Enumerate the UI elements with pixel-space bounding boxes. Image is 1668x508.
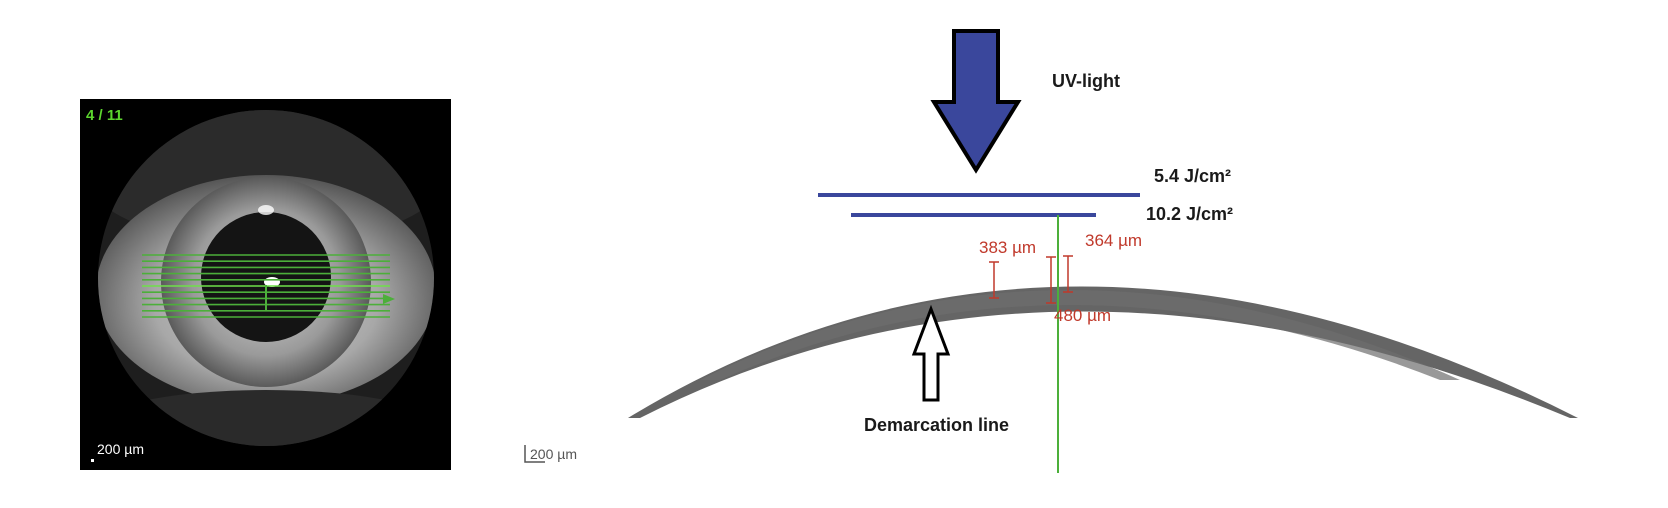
frame-counter: 4 / 11: [86, 107, 123, 124]
uv-light-label: UV-light: [1052, 71, 1120, 91]
demarcation-label: Demarcation line: [864, 415, 1009, 435]
demarcation-arrow: [911, 304, 951, 402]
scan-direction-arrow: [383, 294, 395, 304]
left-scale-label: 200 µm: [97, 441, 144, 457]
eye-scan-panel: 4 / 11 200 µm: [80, 99, 451, 470]
right-scale-label: 200 µm: [530, 446, 577, 462]
measure-label-364: 364 µm: [1085, 231, 1142, 250]
measure-label-383: 383 µm: [979, 238, 1036, 257]
dose-label-5-4: 5.4 J/cm²: [1154, 166, 1231, 186]
oct-panel: UV-light 5.4 J/cm² 10.2 J/cm² 383 µm 364…: [524, 29, 1578, 473]
cornea-stroma: [700, 290, 1460, 380]
measure-label-480: 480 µm: [1054, 306, 1111, 325]
caliper-383: [989, 261, 999, 299]
dose-label-10-2: 10.2 J/cm²: [1146, 204, 1233, 224]
uv-light-arrow: [930, 29, 1022, 174]
caliper-364: [1063, 255, 1073, 293]
eye-image: [98, 110, 434, 446]
caliper-480: [1046, 256, 1056, 304]
left-scale-bar-icon: [91, 459, 94, 462]
right-scale-bar-icon: [524, 445, 545, 463]
